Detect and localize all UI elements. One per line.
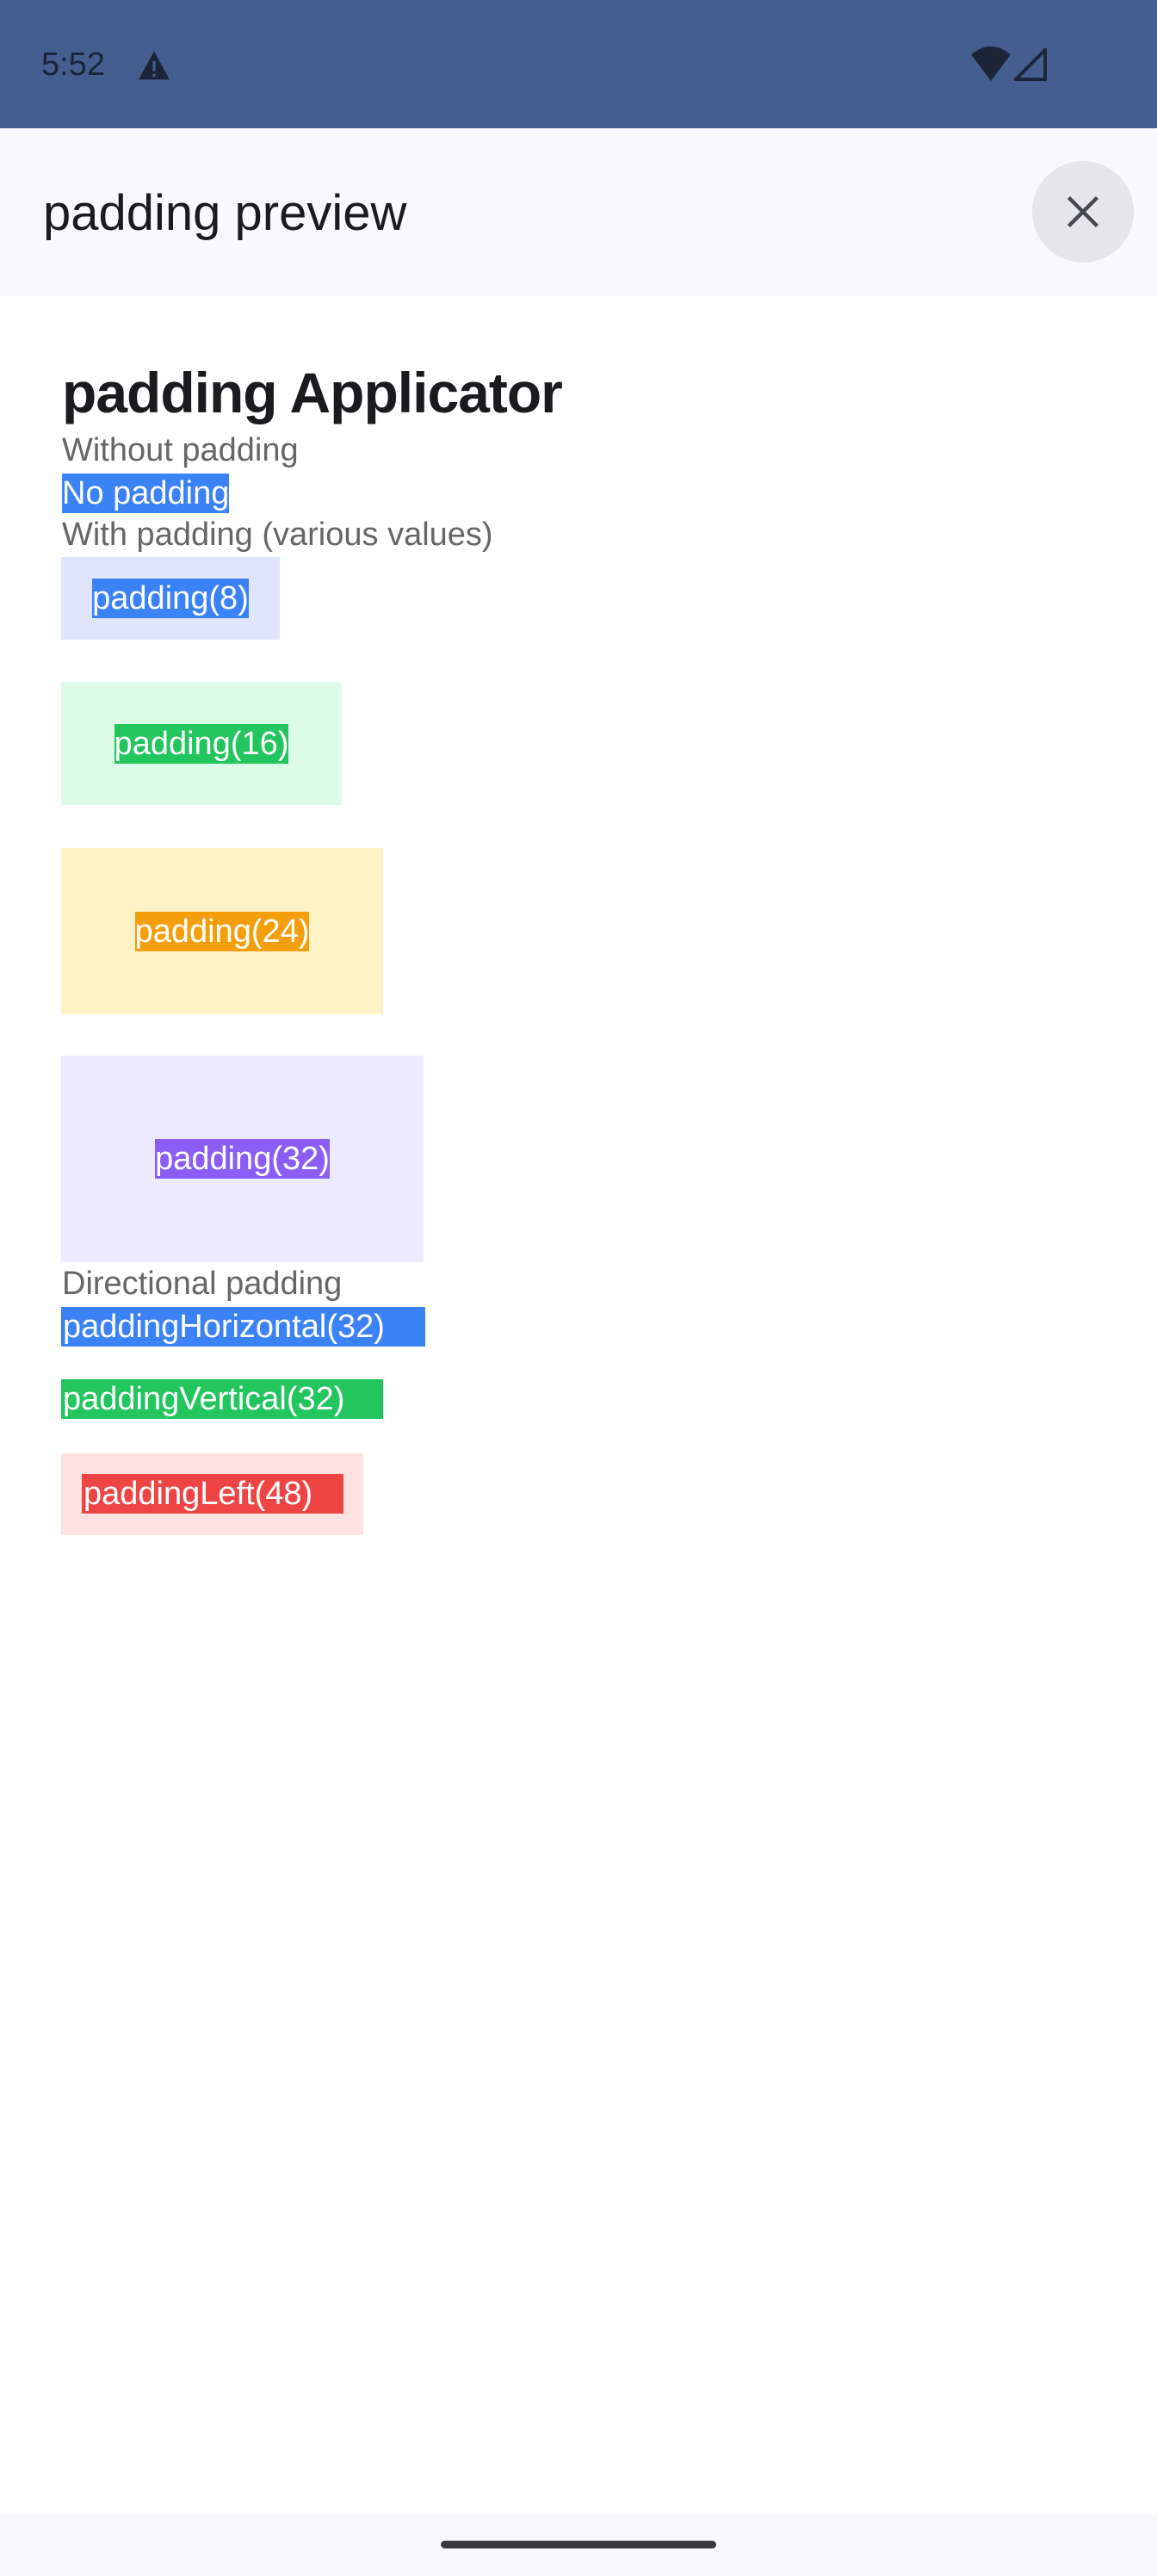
padding-horizontal-chip: paddingHorizontal(32)	[61, 1307, 425, 1347]
heading: padding Applicator	[62, 361, 563, 424]
page-title: padding preview	[43, 185, 407, 241]
close-button[interactable]	[1032, 161, 1134, 263]
status-bar: 5:52	[0, 0, 1157, 128]
padding-left-chip: paddingLeft(48)	[82, 1474, 343, 1514]
padding-16-chip: padding(16)	[114, 723, 289, 764]
padding-24-chip: padding(24)	[134, 911, 310, 951]
signal-icon	[1014, 48, 1047, 81]
padding-vertical-chip: paddingVertical(32)	[61, 1379, 383, 1419]
close-icon	[1067, 195, 1099, 228]
padding-8-chip: padding(8)	[92, 579, 249, 618]
wifi-icon	[971, 46, 1011, 81]
gesture-handle[interactable]	[441, 2541, 716, 2548]
status-time: 5:52	[41, 46, 105, 83]
padding-32-chip: padding(32)	[155, 1139, 330, 1179]
section-label-without: Without padding	[62, 432, 299, 468]
padding-24-box: padding(24)	[61, 848, 383, 1014]
padding-32-box: padding(32)	[61, 1056, 424, 1262]
section-label-directional: Directional padding	[62, 1266, 343, 1302]
warning-icon	[139, 51, 170, 80]
padding-8-box: padding(8)	[61, 557, 280, 640]
app-bar	[0, 128, 1157, 296]
padding-left-box: paddingLeft(48)	[61, 1453, 363, 1535]
no-padding-chip: No padding	[62, 474, 230, 513]
padding-16-box: padding(16)	[61, 682, 342, 805]
section-label-with: With padding (various values)	[62, 517, 493, 553]
